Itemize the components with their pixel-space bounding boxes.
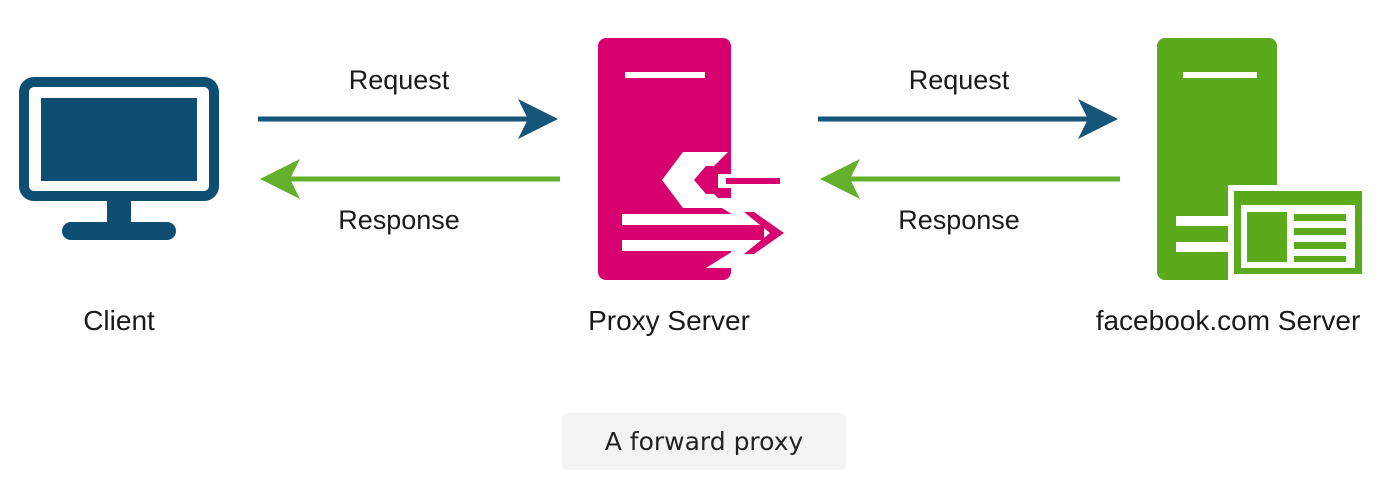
web-server-icon (1157, 38, 1368, 280)
edge-label-request-client: Request (349, 65, 450, 95)
figure-caption: A forward proxy (562, 413, 846, 470)
edge-label-response-client: Response (338, 205, 460, 235)
node-label-proxy: Proxy Server (588, 305, 750, 336)
edge-label-request-origin: Request (909, 65, 1010, 95)
node-label-origin: facebook.com Server (1096, 305, 1361, 336)
node-label-client: Client (83, 305, 155, 336)
proxy-server-icon (598, 38, 806, 280)
monitor-icon (19, 77, 219, 240)
edge-label-response-origin: Response (898, 205, 1020, 235)
